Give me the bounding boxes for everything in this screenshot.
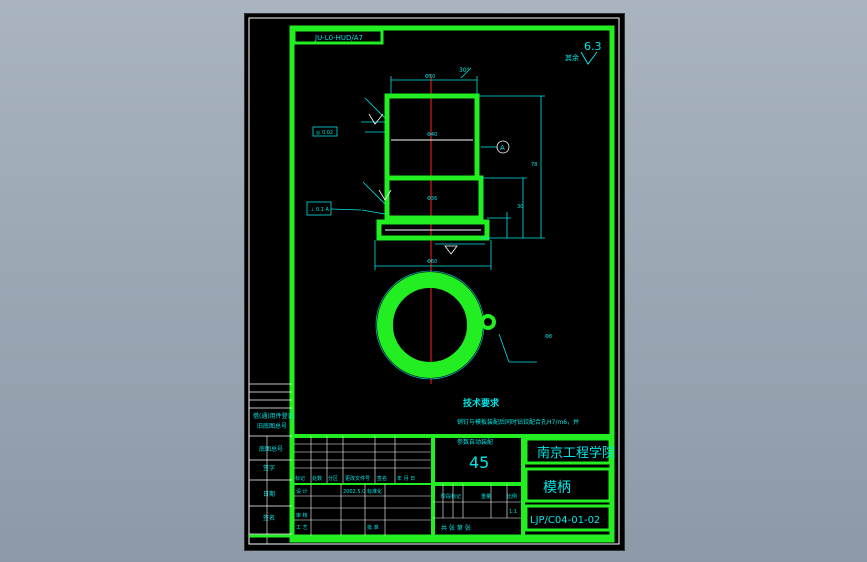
left-strip-item-2: 签字 — [263, 464, 275, 472]
svg-text:78: 78 — [531, 162, 537, 168]
svg-text:Φ8: Φ8 — [545, 334, 552, 340]
scale-label: 比例 — [507, 493, 517, 500]
tech-req-note: 销钉与模板装配后同时钻铰配合孔H7/m6，并 — [457, 418, 579, 426]
tech-req-title: 技术要求 — [463, 397, 500, 409]
weight-label: 重量 — [481, 493, 491, 500]
flange — [376, 219, 490, 241]
middle-neck — [384, 175, 484, 221]
left-strip-small-2: 旧底图总号 — [257, 422, 287, 430]
left-strip-small-1: 借(通)用件登记 — [253, 412, 294, 420]
design-label: 设 计 — [296, 488, 308, 495]
drawing-no-box — [524, 504, 612, 532]
front-view: Φ50 30° Φ40 Φ36 Φ60 78 30 Φ8 ◎ 0.02 ⊥ 0.… — [306, 67, 552, 384]
col-change-doc: 更改文件号 — [345, 475, 370, 482]
col-sign: 签名 — [377, 475, 387, 482]
svg-text:30°: 30° — [459, 67, 470, 74]
drawing-number: LJP/C04-01-02 — [530, 515, 600, 526]
left-strip-item-3: 日期 — [263, 490, 275, 498]
top-code: JU-L0-HUD/A7 — [314, 34, 363, 42]
title-block: 标记 处数 分区 更改文件号 签名 年 月 日 设 计 2002.5.0 标准化… — [294, 434, 615, 536]
school-name: 南京工程学院 — [537, 445, 615, 461]
school-box — [524, 437, 612, 465]
drawing-viewport[interactable]: JU-L0-HUD/A7 其余 6.3 — [244, 13, 625, 551]
param-label: 参数自动装配 — [457, 438, 493, 446]
roughness-label: 其余 — [565, 53, 579, 62]
top-view — [375, 270, 496, 380]
left-strip: 借(通)用件登记 旧底图总号 底图总号 签字 日期 签名 — [249, 383, 294, 544]
cad-drawing: JU-L0-HUD/A7 其余 6.3 — [248, 17, 620, 545]
dimension-lines — [361, 67, 545, 363]
sheet-outer-frame — [248, 17, 620, 545]
stage-label: 阶段标记 — [441, 493, 461, 500]
ring — [377, 272, 483, 378]
svg-text:Φ60: Φ60 — [427, 259, 437, 265]
svg-text:⊥ 0.1 A: ⊥ 0.1 A — [310, 207, 329, 213]
pin-hole — [480, 314, 496, 330]
tolerance-frame-2 — [306, 201, 332, 216]
code-box — [292, 28, 384, 45]
material-value: 45 — [469, 453, 489, 472]
left-strip-item-4: 签名 — [263, 514, 275, 522]
svg-text:Φ50: Φ50 — [425, 74, 435, 80]
roughness-mark-icon — [378, 189, 392, 201]
svg-text:Φ40: Φ40 — [427, 132, 437, 138]
design-date: 2002.5.0 — [343, 489, 365, 495]
roughness-mark-icon — [444, 245, 458, 255]
drawing-border — [289, 25, 615, 543]
std-label: 标准化 — [367, 488, 382, 495]
svg-text:◎ 0.02: ◎ 0.02 — [316, 130, 333, 136]
roughness-symbol-icon — [580, 51, 598, 65]
roughness-value: 6.3 — [584, 40, 602, 53]
roughness-mark-icon — [368, 113, 384, 125]
approve-label: 批 准 — [367, 524, 379, 531]
col-date: 年 月 日 — [397, 475, 415, 482]
sheet-text: 共 张 第 张 — [441, 524, 471, 532]
process-label: 工 艺 — [296, 525, 308, 531]
col-count: 处数 — [312, 475, 322, 482]
scale-value: 1:1 — [509, 509, 517, 515]
svg-text:30: 30 — [517, 204, 523, 210]
datum-circle — [496, 140, 510, 154]
part-name: 模柄 — [543, 480, 571, 496]
part-name-box — [524, 467, 612, 503]
left-strip-item-1: 底图总号 — [259, 445, 283, 453]
col-zone: 分区 — [328, 475, 338, 482]
svg-text:Φ36: Φ36 — [427, 196, 437, 202]
tolerance-frame-1 — [312, 126, 338, 137]
col-mark: 标记 — [295, 475, 305, 482]
review-label: 审 核 — [296, 512, 308, 519]
datum-label: A — [500, 144, 505, 152]
